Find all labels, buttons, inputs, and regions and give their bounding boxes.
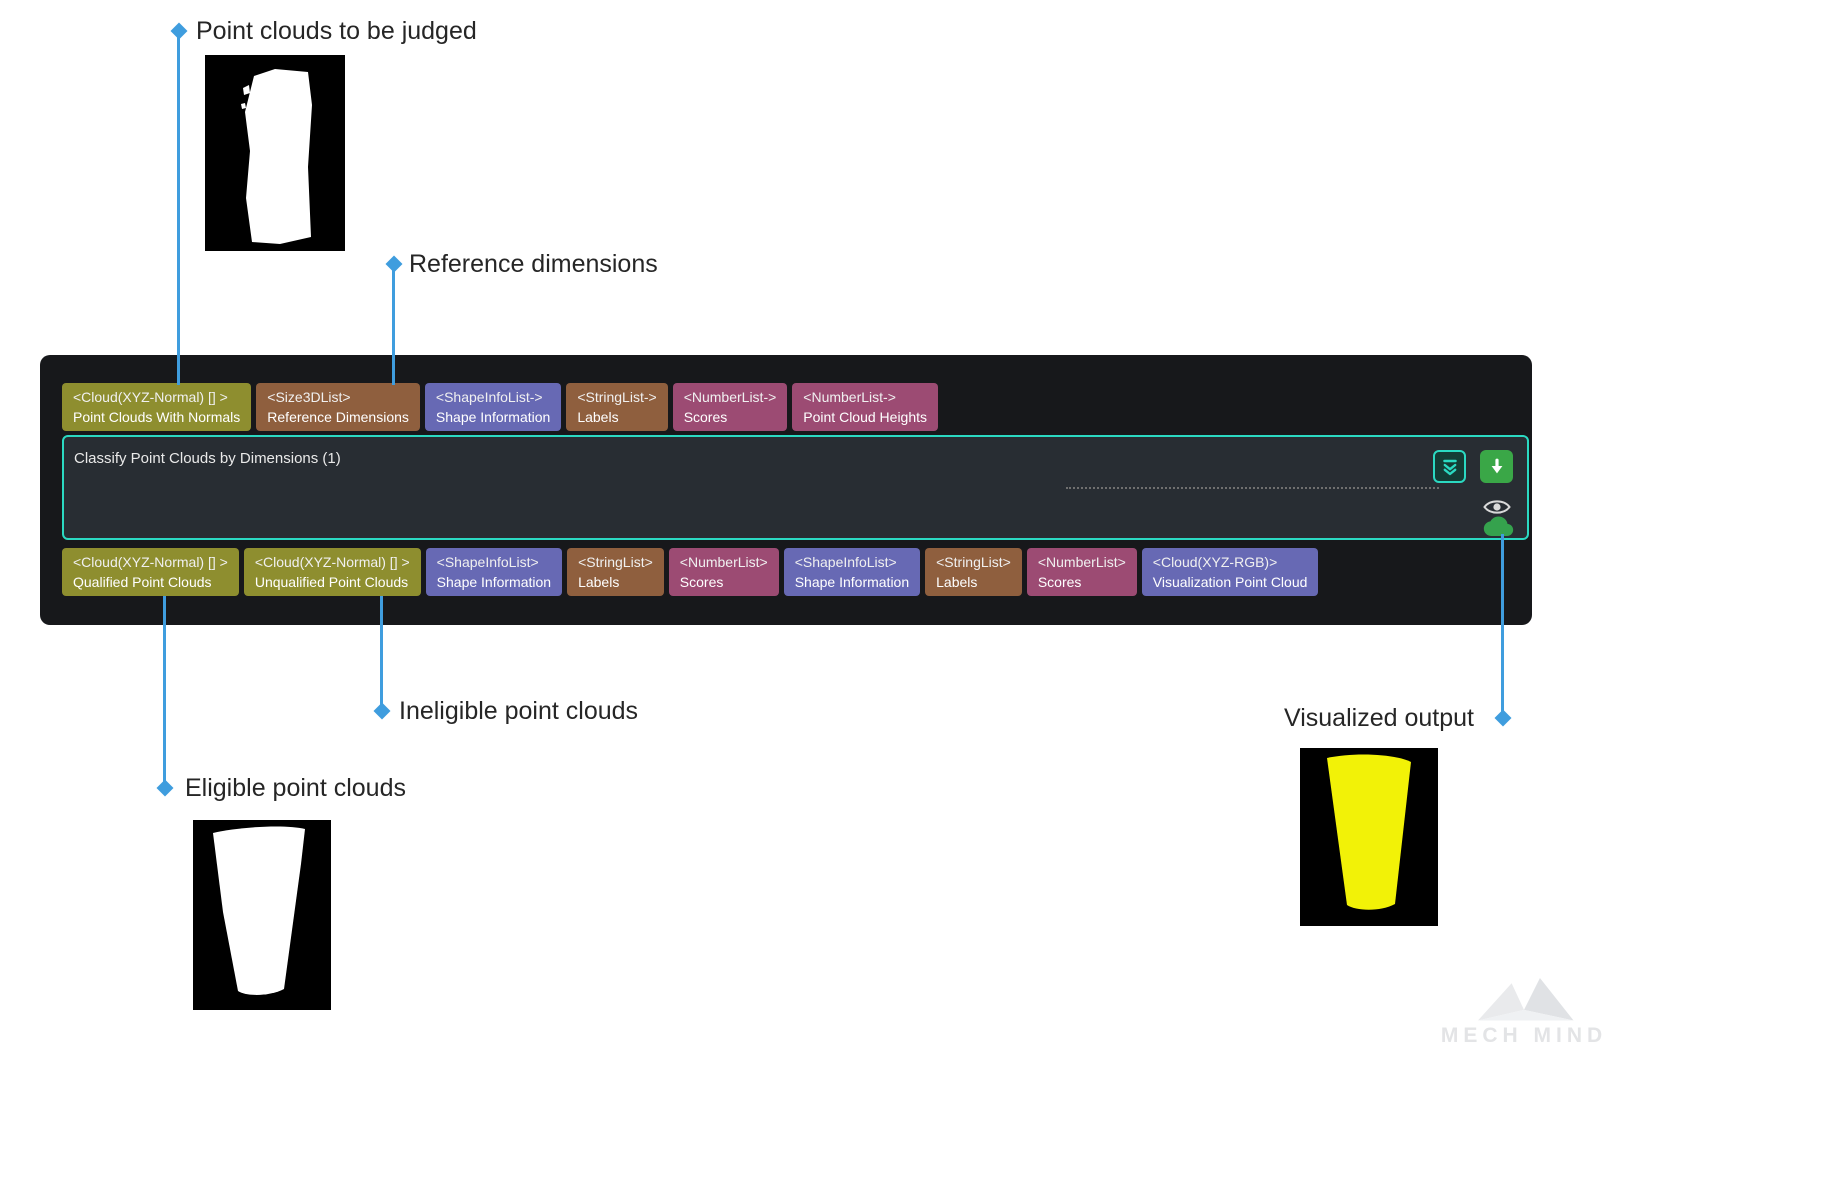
callout-line bbox=[163, 596, 166, 783]
input-port-labels[interactable]: <StringList-> Labels bbox=[566, 383, 668, 431]
port-type: <Size3DList> bbox=[267, 389, 351, 405]
port-label: Shape Information bbox=[436, 574, 552, 590]
output-port-scores-2[interactable]: <NumberList> Scores bbox=[1026, 548, 1137, 596]
port-label: Shape Information bbox=[435, 409, 551, 425]
callout-line bbox=[392, 270, 395, 385]
port-type: <NumberList> bbox=[1037, 554, 1126, 570]
arrow-down-icon bbox=[1491, 458, 1502, 473]
port-label: Point Clouds With Normals bbox=[73, 409, 241, 425]
visualized-output-thumbnail bbox=[1300, 748, 1438, 926]
port-label: Unqualified Point Clouds bbox=[254, 574, 409, 590]
port-type: <StringList> bbox=[936, 554, 1011, 570]
visibility-eye-icon[interactable] bbox=[1483, 498, 1511, 516]
run-step-button[interactable] bbox=[1480, 450, 1513, 483]
port-type: <NumberList-> bbox=[803, 389, 896, 405]
input-point-cloud-thumbnail bbox=[205, 55, 345, 251]
port-label: Qualified Point Clouds bbox=[73, 574, 212, 590]
output-port-shape-information-1[interactable]: <ShapeInfoList> Shape Information bbox=[425, 548, 563, 596]
mech-mind-watermark-text: MECH MIND bbox=[1440, 1024, 1608, 1047]
port-label: Scores bbox=[1037, 574, 1082, 590]
callout-to-be-judged: Point clouds to be judged bbox=[196, 17, 477, 45]
port-type: <NumberList-> bbox=[683, 389, 777, 405]
qualified-point-cloud-thumbnail bbox=[193, 820, 331, 1010]
port-label: Scores bbox=[683, 409, 728, 425]
input-port-reference-dimensions[interactable]: <Size3DList> Reference Dimensions bbox=[256, 383, 420, 431]
output-port-shape-information-2[interactable]: <ShapeInfoList> Shape Information bbox=[783, 548, 921, 596]
port-type: <StringList-> bbox=[577, 389, 657, 405]
port-label: Scores bbox=[679, 574, 724, 590]
output-port-labels-1[interactable]: <StringList> Labels bbox=[567, 548, 664, 596]
output-port-unqualified-point-clouds[interactable]: <Cloud(XYZ-Normal) [] > Unqualified Poin… bbox=[243, 548, 421, 596]
callout-reference-dimensions: Reference dimensions bbox=[409, 250, 658, 278]
port-type: <Cloud(XYZ-Normal) [] > bbox=[73, 554, 228, 570]
port-label: Point Cloud Heights bbox=[803, 409, 928, 425]
point-cloud-output-icon[interactable] bbox=[1483, 514, 1514, 536]
port-type: <Cloud(XYZ-RGB)> bbox=[1152, 554, 1278, 570]
input-port-scores[interactable]: <NumberList-> Scores bbox=[672, 383, 788, 431]
port-type: <ShapeInfoList> bbox=[436, 554, 539, 570]
port-type: <StringList> bbox=[578, 554, 653, 570]
callout-line bbox=[380, 596, 383, 706]
output-port-scores-1[interactable]: <NumberList> Scores bbox=[668, 548, 779, 596]
white-cup-point-cloud-image bbox=[213, 826, 305, 995]
mech-mind-logo-icon bbox=[1478, 978, 1574, 1021]
step-node-body[interactable]: Classify Point Clouds by Dimensions (1) bbox=[62, 435, 1529, 540]
callout-eligible: Eligible point clouds bbox=[185, 774, 406, 802]
white-point-cloud-image bbox=[241, 69, 312, 244]
step-node[interactable]: <Cloud(XYZ-Normal) [] > Point Clouds Wit… bbox=[40, 355, 1532, 625]
output-port-labels-2[interactable]: <StringList> Labels bbox=[925, 548, 1022, 596]
mech-mind-watermark: MECH MIND bbox=[1438, 978, 1610, 1048]
port-label: Labels bbox=[578, 574, 620, 590]
output-port-visualization-point-cloud[interactable]: <Cloud(XYZ-RGB)> Visualization Point Clo… bbox=[1141, 548, 1319, 596]
input-port-point-cloud-heights[interactable]: <NumberList-> Point Cloud Heights bbox=[792, 383, 939, 431]
input-port-point-clouds-with-normals[interactable]: <Cloud(XYZ-Normal) [] > Point Clouds Wit… bbox=[62, 383, 252, 431]
step-title: Classify Point Clouds by Dimensions (1) bbox=[74, 450, 341, 467]
port-label: Shape Information bbox=[794, 574, 910, 590]
separator-dotted-line bbox=[1066, 487, 1439, 489]
port-type: <ShapeInfoList-> bbox=[435, 389, 543, 405]
callout-line bbox=[1501, 534, 1504, 713]
port-type: <Cloud(XYZ-Normal) [] > bbox=[73, 389, 228, 405]
output-ports-row: <Cloud(XYZ-Normal) [] > Qualified Point … bbox=[62, 548, 1529, 596]
input-port-shape-information[interactable]: <ShapeInfoList-> Shape Information bbox=[424, 383, 562, 431]
collapse-button[interactable] bbox=[1433, 450, 1466, 483]
callout-ineligible: Ineligible point clouds bbox=[399, 697, 639, 725]
port-label: Visualization Point Cloud bbox=[1152, 574, 1308, 590]
double-chevron-down-icon bbox=[1442, 459, 1457, 475]
port-type: <ShapeInfoList> bbox=[794, 554, 897, 570]
callout-visualized: Visualized output bbox=[1284, 704, 1474, 732]
port-type: <Cloud(XYZ-Normal) [] > bbox=[254, 554, 410, 570]
port-type: <NumberList> bbox=[679, 554, 768, 570]
output-port-qualified-point-clouds[interactable]: <Cloud(XYZ-Normal) [] > Qualified Point … bbox=[62, 548, 239, 596]
yellow-cup-point-cloud-image bbox=[1327, 754, 1411, 910]
input-ports-row: <Cloud(XYZ-Normal) [] > Point Clouds Wit… bbox=[62, 383, 1529, 431]
port-label: Reference Dimensions bbox=[267, 409, 409, 425]
port-label: Labels bbox=[577, 409, 619, 425]
port-label: Labels bbox=[936, 574, 978, 590]
callout-line bbox=[177, 37, 180, 385]
